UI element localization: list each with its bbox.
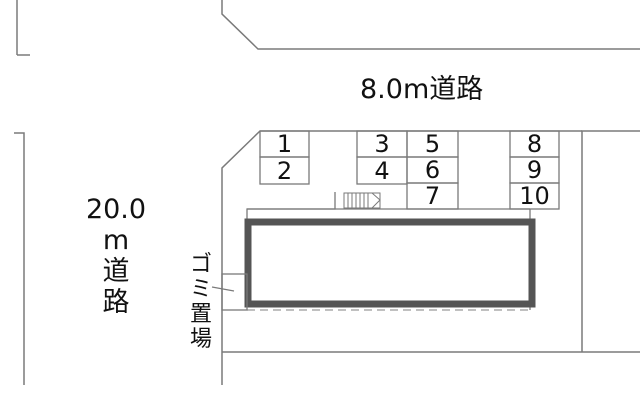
apartment-building [244, 218, 536, 308]
left-road-width: 20.0 [85, 194, 147, 225]
garbage-area-label: ゴ ミ 置 場 [186, 252, 216, 352]
parking-number-2: 2 [276, 157, 293, 185]
garbage-pointer [211, 286, 235, 292]
left-road-char-1: 道 [102, 256, 130, 287]
garbage-char-4: 場 [189, 327, 212, 352]
top-road-label: 8.0m道路 [360, 74, 484, 105]
top-left-boundary [16, 0, 30, 56]
parking-stall-2 [259, 156, 310, 185]
left-road-label: 20.0 m 道 路 [83, 194, 149, 318]
parking-number-4: 4 [374, 157, 390, 185]
parking-number-10: 10 [519, 182, 550, 210]
parking-number-6: 6 [424, 156, 441, 184]
top-right-boundary [221, 0, 640, 50]
garbage-char-2: ミ [189, 277, 212, 302]
parking-stall-10 [509, 182, 560, 210]
parking-number-1: 1 [276, 130, 293, 158]
garbage-area-box [221, 273, 248, 311]
left-road-unit: m [102, 225, 130, 256]
garbage-char-1: ゴ [189, 252, 212, 277]
parking-number-7: 7 [424, 182, 441, 210]
parking-number-9: 9 [526, 156, 543, 184]
parking-number-5: 5 [424, 130, 441, 158]
left-road-char-2: 路 [102, 287, 130, 318]
parking-number-8: 8 [526, 130, 543, 158]
parking-stalls [259, 130, 560, 210]
left-road-edge [14, 132, 25, 385]
parking-number-3: 3 [374, 130, 390, 158]
garbage-char-3: 置 [189, 302, 212, 327]
stairs [343, 192, 381, 209]
